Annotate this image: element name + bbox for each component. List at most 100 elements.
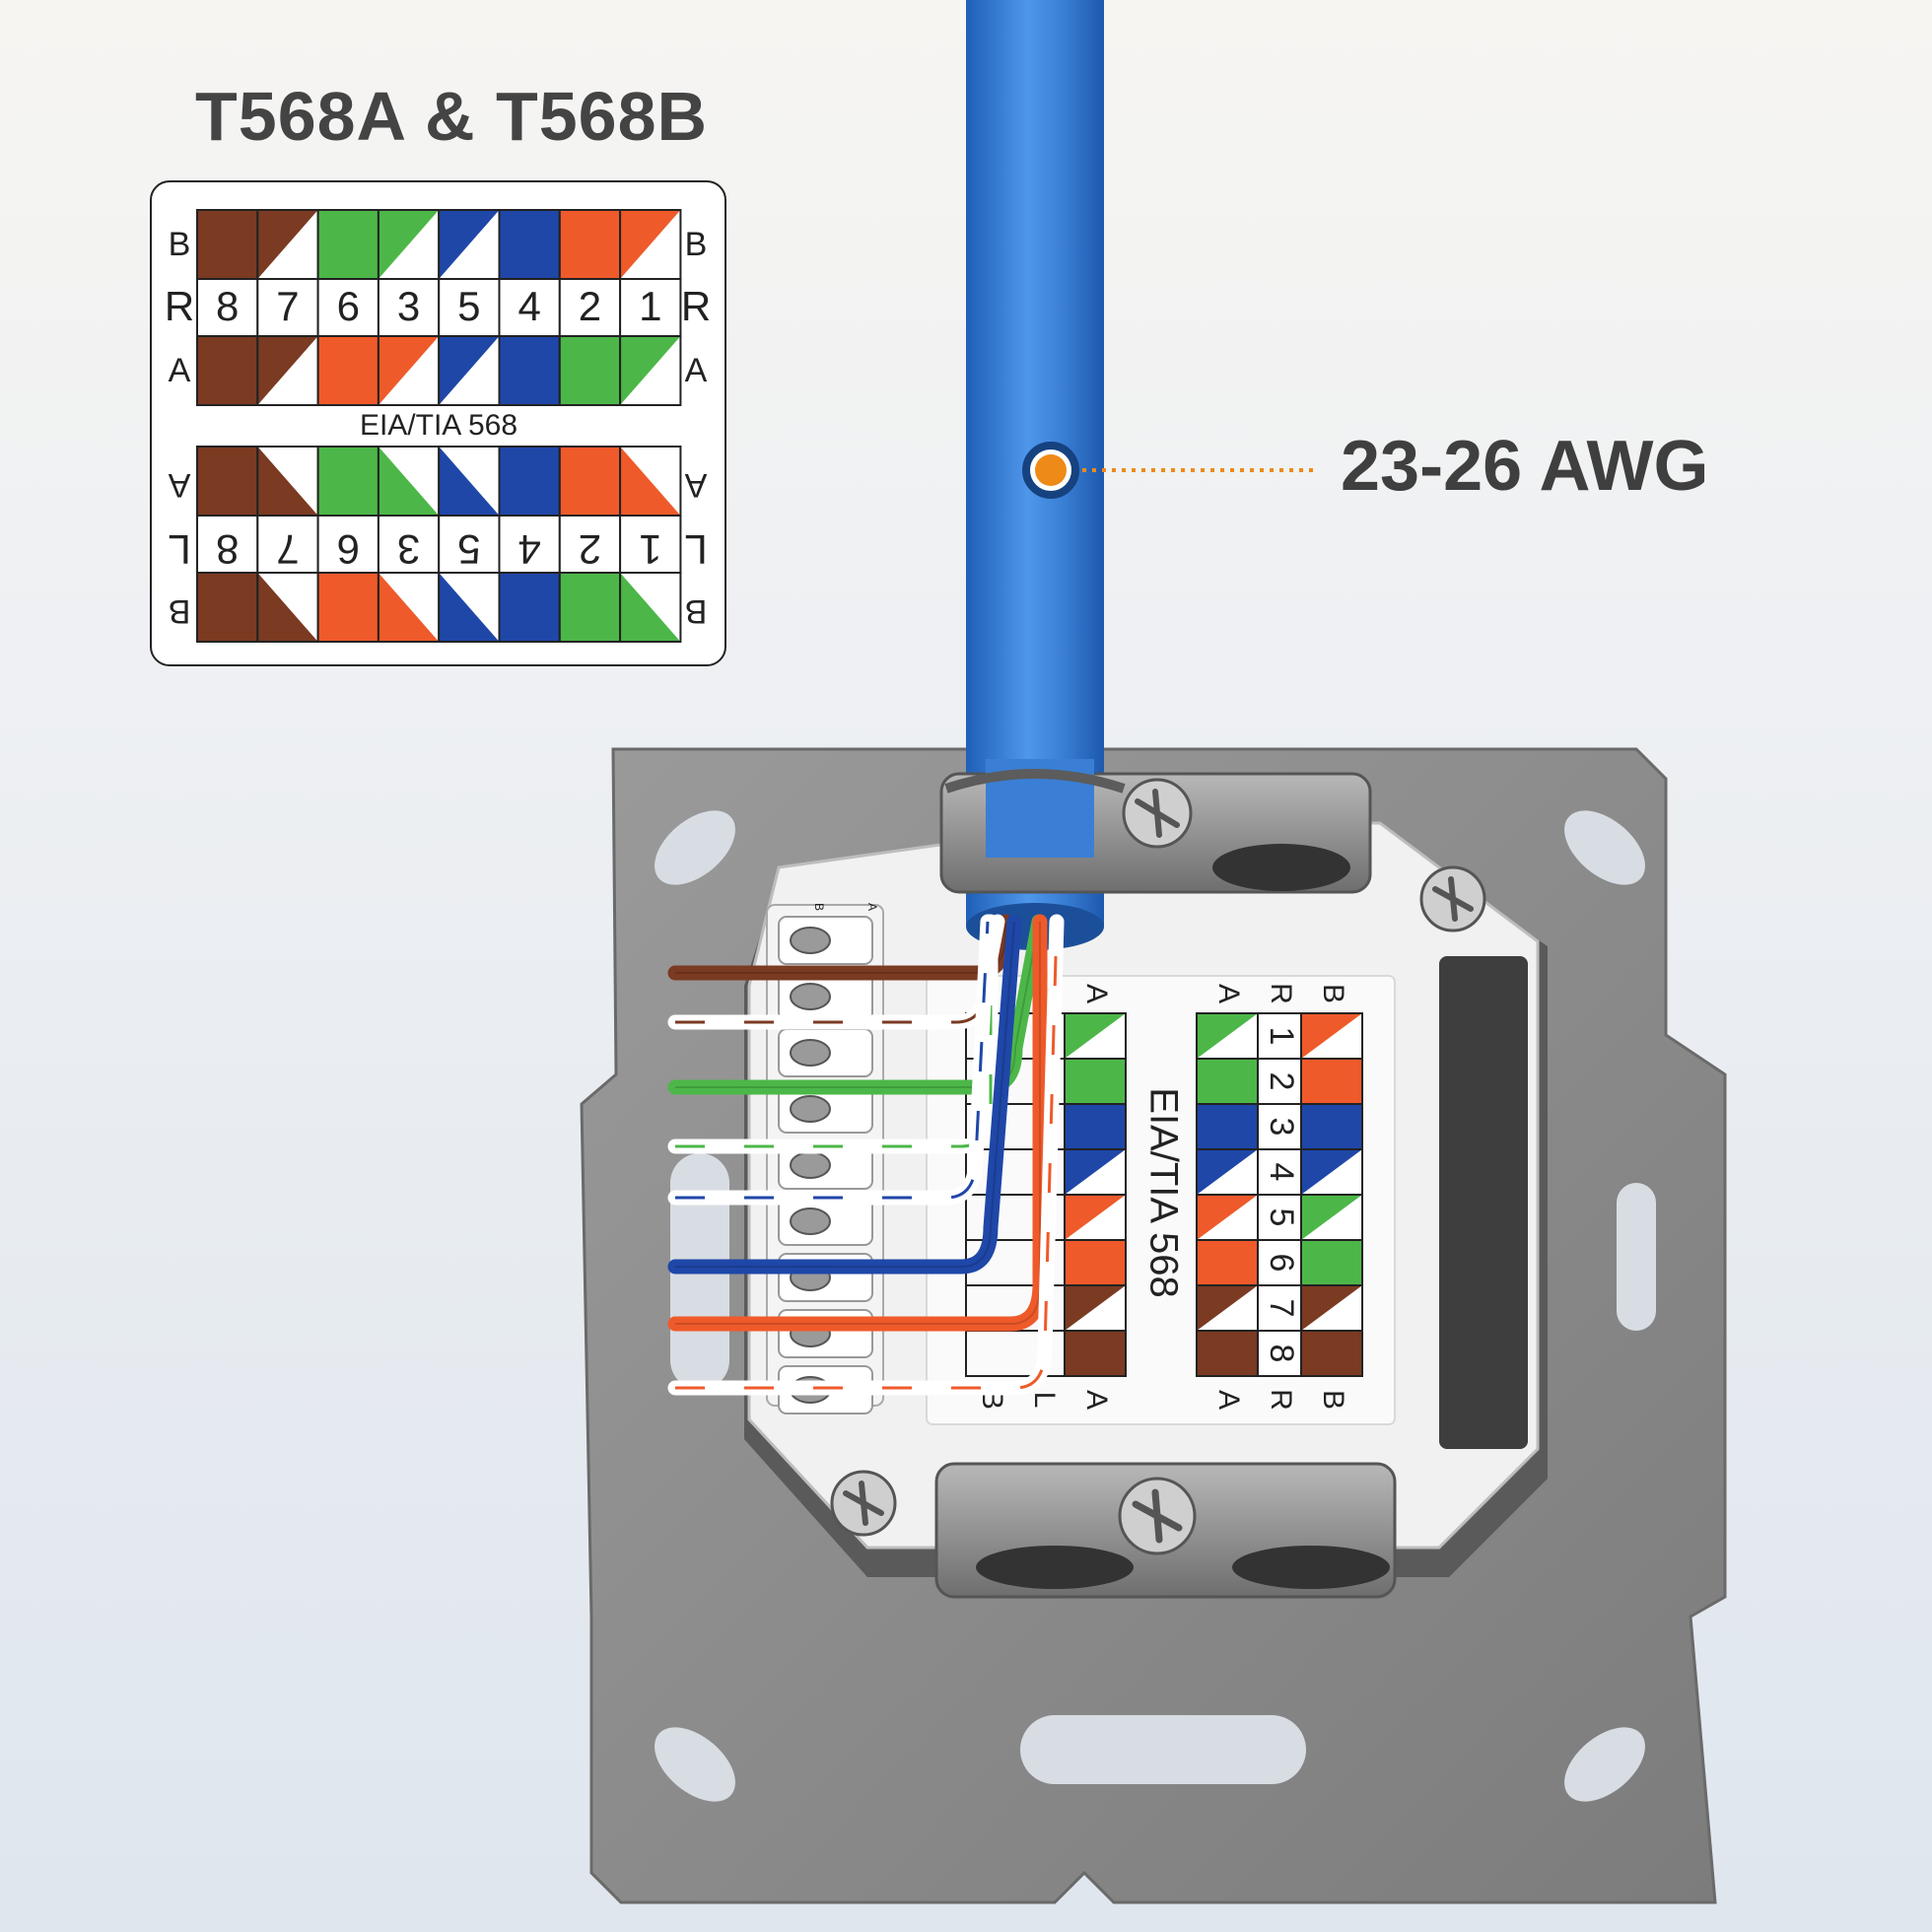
pin-number: 8 [216,526,239,573]
screw-icon [1118,1477,1197,1555]
color-cell-green-white [1300,1194,1363,1241]
color-cell-orange [1300,1058,1363,1105]
plate-slot [1564,810,1645,885]
module-letter: A [1212,1390,1245,1410]
color-cell-blue [498,446,561,517]
row-letter-right: B [685,592,708,630]
color-cell-brown-white [1300,1284,1363,1332]
color-cell-blue-white [1300,1148,1363,1196]
pin-cell [498,278,561,337]
pin-cell [377,278,441,337]
color-cell-blue [1064,1103,1127,1150]
color-cell-green [316,209,380,280]
module-pin-number: 1 [1263,1027,1300,1046]
color-cell-blue-white [438,335,501,406]
idc-contact [790,1039,831,1067]
color-cell-blue-white [1064,1148,1127,1196]
row-letter-right: B [685,226,708,263]
idc-contact [790,1095,831,1123]
color-cell-orange-white [1064,1194,1127,1241]
module-side-recess [1439,956,1528,1449]
pin-number: 2 [579,283,601,329]
idc-small-label: A [865,903,879,911]
color-cell-blue [1196,1103,1259,1150]
module-pin-number: 7 [1263,1299,1300,1318]
color-cell-orange [558,446,622,517]
pin-number: 7 [276,526,299,573]
module-letter: R [1265,1389,1297,1411]
color-cell-orange [1064,1239,1127,1286]
color-cell-green [1300,1239,1363,1286]
plate-slot [1020,1715,1306,1784]
color-cell-brown-white [256,335,319,406]
idc-contact [790,1151,831,1179]
module-pin-number: 2 [1263,1072,1300,1091]
color-cell-brown [196,209,259,280]
pin-number: 3 [397,283,420,329]
pin-number: 6 [337,526,360,573]
color-cell-orange [316,572,380,643]
module-letter: R [1265,983,1297,1004]
module-pin-cell [1257,1012,1302,1060]
pin-number: 2 [579,526,601,573]
module-pin-number: 3 [1263,1118,1300,1137]
row-letter-left: B [169,226,191,263]
color-cell-orange-white [377,572,441,643]
color-cell-brown-white [256,209,319,280]
color-cell-orange [1196,1239,1259,1286]
color-cell-brown [196,446,259,517]
color-cell-green [558,572,622,643]
color-cell-green-white [619,572,682,643]
color-cell-blue [1300,1103,1363,1150]
module-letter: A [1080,1390,1113,1410]
color-cell-blue-white [438,209,501,280]
color-cell-green-white [619,335,682,406]
pin-number: 1 [639,526,661,573]
wire-stripe [675,921,1059,1390]
plate-slot [655,810,735,885]
color-cell-blue-white [438,446,501,517]
color-cell-orange-white [619,446,682,517]
wire-stripe [675,921,990,1200]
plate-slot [655,1727,735,1802]
row-letter-left: B [169,592,191,630]
pin-number: 1 [639,283,661,329]
row-letter-left: A [169,352,191,389]
color-cell-green [558,335,622,406]
color-cell-blue-white [1196,1148,1259,1196]
row-letter-right: R [681,283,711,329]
color-cell-orange-white [377,335,441,406]
color-cell-orange-white [619,209,682,280]
pin-number: 7 [276,283,299,329]
screw-icon [1122,778,1193,849]
standard-label: EIA/TIA 568 [360,409,518,442]
pin-number: 6 [337,283,360,329]
row-letter-left: A [168,466,190,504]
wire-stripe [675,921,1015,1268]
color-cell-orange [558,209,622,280]
pin-number: 4 [518,283,540,329]
color-cell-green-white [1064,1012,1127,1060]
module-pin-cell [1257,1239,1302,1286]
color-cell-brown-white [1196,1284,1259,1332]
color-cell-brown [1300,1330,1363,1377]
row-letter-right: L [684,526,707,573]
idc-contact [790,1208,831,1235]
color-cell-orange-white [1196,1194,1259,1241]
wire-stripe [675,922,993,1148]
color-cell-green-white [377,209,441,280]
module-letter: A [1212,984,1245,1003]
screw-icon [830,1470,897,1537]
module-pin-number: 4 [1263,1163,1300,1182]
module-wires [667,914,1065,1396]
color-cell-blue-white [438,572,501,643]
row-letter-right: A [685,352,708,389]
plate-slot [1564,1727,1645,1802]
module-letter: B [1317,984,1349,1003]
color-cell-brown-white [256,572,319,643]
pin-number: 8 [216,283,239,329]
pin-number: 3 [397,526,420,573]
pin-number: 4 [518,526,540,573]
